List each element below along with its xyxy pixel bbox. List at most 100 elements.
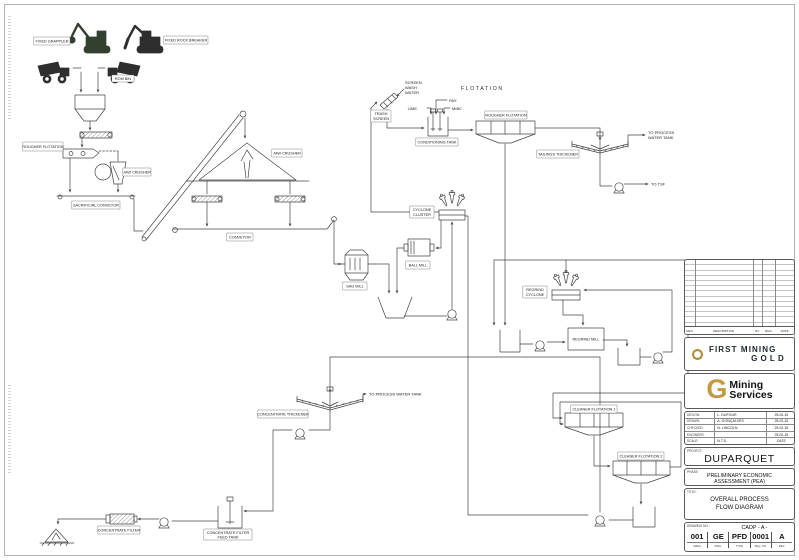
project-label: PROJECT: [687, 449, 703, 453]
label-conditioning-tank: CONDITIONING TANK [416, 138, 458, 146]
label-rom-bin: ROM BIN [112, 75, 134, 82]
equipment-labels: FIXED GRAPPLER FIXED ROCK BREAKER ROM BI… [22, 36, 664, 540]
phase-box: PHASE: PRELIMINARY ECONOMIC ASSESSMENT (… [684, 468, 795, 486]
revision-table-header: REV. DESCRIPTION BY ENG. DATE [685, 326, 794, 334]
label-text: TAILINGS THICKENER [538, 153, 578, 157]
dwg-value: A [779, 532, 785, 541]
drawing-no-label: DRAWING NO.: [687, 524, 710, 528]
screen-wash-water-text: SCREEN [405, 80, 422, 85]
title-line1: OVERALL PROCESS [710, 497, 769, 503]
info-value: N.T.S. [715, 438, 767, 444]
tailings-thickener [572, 132, 649, 186]
label-ball-mill: BALL MILL [406, 261, 430, 269]
phase-label: PHASE: [687, 470, 699, 474]
label-text: CONDITIONING TANK [418, 141, 457, 145]
info-row-checked: CHECKED: N. LINCOLN 25-02-15 [685, 425, 794, 432]
incline-conveyor [142, 111, 247, 241]
project-box: PROJECT: DUPARQUET [684, 447, 795, 466]
gms-wordmark: Mining Services [729, 379, 772, 400]
ore-stockpile [186, 143, 309, 227]
info-label: DRAWN: [685, 418, 716, 425]
label-stockpile: JAW CRUSHER [272, 149, 302, 157]
fmg-wordmark: FIRST MINING GOLD [709, 345, 789, 363]
label-fixed-grappler: FIXED GRAPPLER [34, 37, 70, 45]
label-text: CONCENTRATE THICKENER [257, 413, 309, 417]
label-concentrate-filter: CONCENTRATE FILTER [98, 526, 140, 534]
info-label: ENGINEER: [685, 431, 716, 438]
regrind-lines [492, 260, 688, 393]
info-row-engineer: ENGINEER: 25-02-15 [685, 431, 794, 439]
thickener-underflow-pump [294, 428, 306, 440]
label-text: FIXED GRAPPLER [36, 40, 69, 44]
g-mining-services-logo: G Mining Services [684, 373, 795, 409]
cleaner-lines [328, 357, 688, 520]
to-process-water-tank-bottom-text: TO PROCESS WATER TANK [369, 392, 422, 397]
cyclone-cluster [438, 190, 466, 220]
sacrificial-conveyor [57, 195, 143, 231]
label-text: CONCENTRATE FILTER [207, 531, 250, 535]
to-process-water-tank-top-text: TO PROCESS [648, 130, 674, 135]
title-box: TITLE: OVERALL PROCESS FLOW DIAGRAM [684, 488, 795, 520]
stream-labels: SCREEN WASH WATER FLOTATION LIME PAX MIB… [369, 80, 674, 397]
label-sag-mill: SAG MILL [343, 282, 367, 290]
margin-annotation [8, 16, 11, 121]
eng-col: ENG. [765, 328, 773, 333]
label-text: CONVEYOR [229, 236, 251, 240]
dwg-sublabel: DISC. [708, 542, 729, 548]
dwg-value: 0001 [752, 532, 770, 541]
date-col: DATE [780, 328, 789, 333]
cyclone-feed-pump [446, 309, 458, 321]
revision-rows [685, 260, 794, 327]
dwg-value: 001 [690, 532, 704, 541]
label-conveyor: CONVEYOR [227, 233, 253, 241]
drawing-info-table: DESIGN: L. DUFOUR 25-02-15 DRAWN: A. GON… [684, 411, 795, 445]
label-text: ROUGHER FLOTATION [22, 145, 63, 149]
rom-bin-hopper [73, 68, 105, 131]
label-rougher-flotation: ROUGHER FLOTATION [485, 111, 527, 119]
grinding-lines [371, 102, 588, 515]
gms-line1: Mining [729, 379, 764, 392]
cleaner-flotation-2-bank [613, 461, 670, 483]
title-line2: FLOW DIAGRAM [715, 504, 763, 511]
title-block: REV. DESCRIPTION BY ENG. DATE FIRST MINI… [684, 259, 795, 554]
label-text: JAW CRUSHER [123, 171, 151, 175]
mibc-text: MIBC [452, 106, 462, 111]
label-concentrate-thickener: CONCENTRATE THICKENER [257, 410, 309, 418]
label-rougher-flotation-small: ROUGHER FLOTATION [22, 142, 64, 151]
label-text: SACRIFICIAL CONVEYOR [73, 204, 119, 208]
fixed-rock-breaker-icon [125, 26, 163, 53]
concentrate-thickener [243, 387, 367, 513]
drawing-title: OVERALL PROCESS FLOW DIAGRAM [685, 497, 794, 512]
label-text: JAW CRUSHER [273, 152, 301, 156]
regrind-cyclone-cluster [552, 270, 580, 300]
concentrate-transfer-pump [594, 515, 606, 527]
revision-table: REV. DESCRIPTION BY ENG. DATE [684, 259, 795, 335]
drawing-no-prefix: CADP - A - [741, 525, 768, 531]
label-text: BALL MILL [409, 264, 428, 268]
tailings-pump [613, 182, 625, 194]
phase-text: PRELIMINARY ECONOMIC ASSESSMENT (PEA) [685, 473, 794, 485]
pax-text: PAX [449, 98, 457, 103]
info-row-scale: SCALE: N.T.S. DATE [685, 438, 794, 444]
label-text: SAG MILL [346, 285, 364, 289]
label-text: ROM BIN [115, 77, 132, 81]
label-jaw-crusher: JAW CRUSHER [123, 168, 151, 176]
dwg-sublabel: TYPE [729, 542, 750, 548]
info-value: A. GONÇALVES [715, 418, 767, 425]
label-sacrificial-conveyor: SACRIFICIAL CONVEYOR [72, 201, 120, 209]
mill-discharge-sump [378, 297, 412, 318]
dwg-value: GE [712, 532, 724, 541]
apron-feeder [80, 132, 112, 148]
info-value [715, 431, 767, 438]
regrind-cyclone-pump [652, 352, 664, 364]
phase-line1: PRELIMINARY ECONOMIC [707, 473, 772, 479]
label-text: CLEANER FLOTATION 2 [620, 455, 663, 459]
main-conveyor [173, 217, 342, 266]
